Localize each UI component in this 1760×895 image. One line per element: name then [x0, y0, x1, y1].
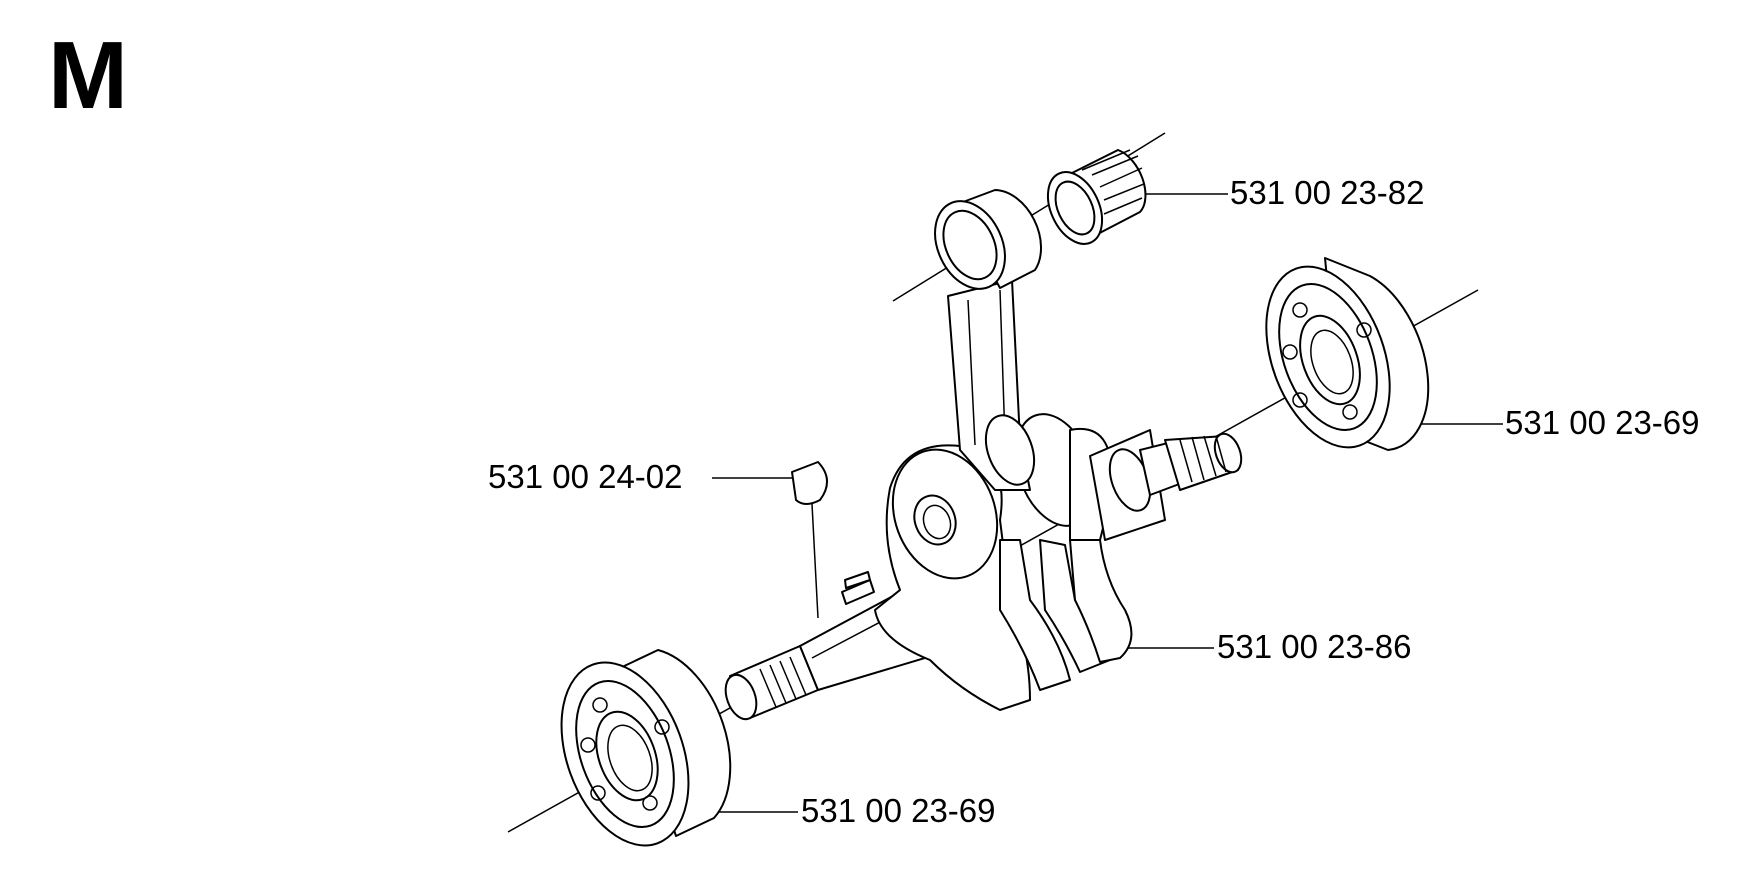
connecting-rod-drawing: [934, 189, 1043, 491]
ball-bearing-left-drawing: [560, 649, 732, 847]
woodruff-key-drawing: [791, 461, 828, 619]
part-label-needle-bearing: 531 00 23-82: [1230, 174, 1425, 211]
part-label-woodruff-key: 531 00 24-02: [488, 458, 683, 495]
section-letter: M: [48, 22, 128, 129]
part-label-ball-bearing-left: 531 00 23-69: [801, 792, 996, 829]
part-label-ball-bearing-right: 531 00 23-69: [1505, 404, 1700, 441]
part-label-crankshaft: 531 00 23-86: [1217, 628, 1412, 665]
needle-bearing-drawing: [1046, 149, 1147, 245]
crankshaft-drawing: [724, 413, 1243, 721]
ball-bearing-right-drawing: [1265, 257, 1430, 451]
